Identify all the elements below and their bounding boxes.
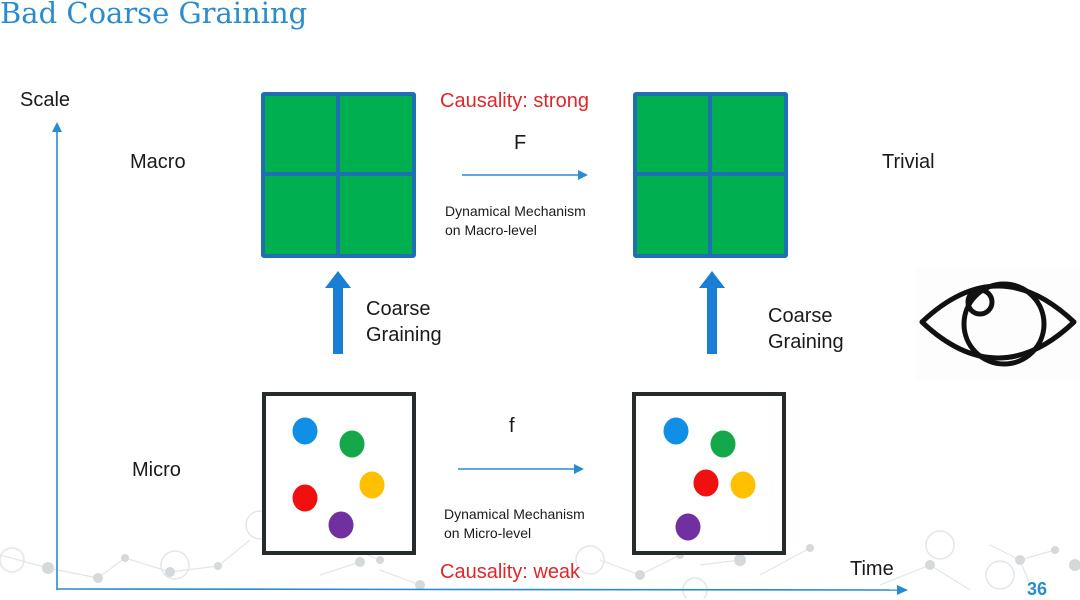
- micro-function-symbol: f: [509, 415, 515, 437]
- scale-axis-label: Scale: [20, 89, 71, 111]
- macro-mechanism-label: Dynamical Mechanism on Macro-level: [445, 202, 586, 240]
- macro-state-grid-t1: [633, 92, 788, 258]
- coarse-graining-right-line2: Graining: [768, 331, 844, 353]
- coarse-graining-arrow-left: [325, 271, 351, 354]
- slide-title: Bad Coarse Graining: [0, 0, 308, 30]
- coarse-graining-label-left: Coarse Graining: [366, 296, 442, 348]
- particle-green: [710, 430, 736, 458]
- micro-level-label: Micro: [132, 459, 181, 481]
- micro-causality-label: Causality: weak: [440, 561, 581, 583]
- particle-yellow: [359, 471, 385, 499]
- macro-dynamics-arrow: [462, 170, 588, 180]
- time-axis-arrowhead: [897, 585, 908, 595]
- micro-mechanism-label: Dynamical Mechanism on Micro-level: [444, 505, 585, 543]
- micro-state-box-t0: [262, 392, 416, 555]
- eye-icon: [916, 268, 1080, 380]
- coarse-graining-left-line2: Graining: [366, 324, 442, 346]
- macro-state-grid-t0: [261, 92, 416, 258]
- micro-mechanism-line2: on Micro-level: [444, 525, 532, 541]
- macro-mechanism-line1: Dynamical Mechanism: [445, 203, 586, 219]
- particle-purple: [675, 513, 701, 541]
- particle-blue: [663, 417, 689, 445]
- micro-mechanism-line1: Dynamical Mechanism: [444, 506, 585, 522]
- coarse-graining-right-line1: Coarse: [768, 305, 833, 327]
- particle-red: [693, 469, 719, 497]
- particle-red: [292, 484, 318, 512]
- trivial-label: Trivial: [882, 151, 935, 173]
- coarse-graining-arrow-right: [699, 271, 725, 354]
- micro-state-box-t1: [632, 392, 786, 555]
- coarse-graining-left-line1: Coarse: [366, 298, 431, 320]
- page-number: 36: [1027, 579, 1048, 599]
- particle-purple: [328, 511, 354, 539]
- particle-yellow: [730, 471, 756, 499]
- macro-level-label: Macro: [130, 151, 186, 173]
- macro-causality-label: Causality: strong: [440, 90, 589, 112]
- scale-axis-arrowhead: [52, 122, 62, 132]
- time-axis-line: [56, 588, 899, 591]
- particle-blue: [292, 417, 318, 445]
- macro-function-symbol: F: [514, 132, 527, 154]
- time-axis-label: Time: [850, 558, 894, 580]
- micro-dynamics-arrow: [458, 464, 584, 474]
- particle-green: [339, 430, 365, 458]
- coarse-graining-label-right: Coarse Graining: [768, 303, 844, 355]
- macro-mechanism-line2: on Macro-level: [445, 222, 537, 238]
